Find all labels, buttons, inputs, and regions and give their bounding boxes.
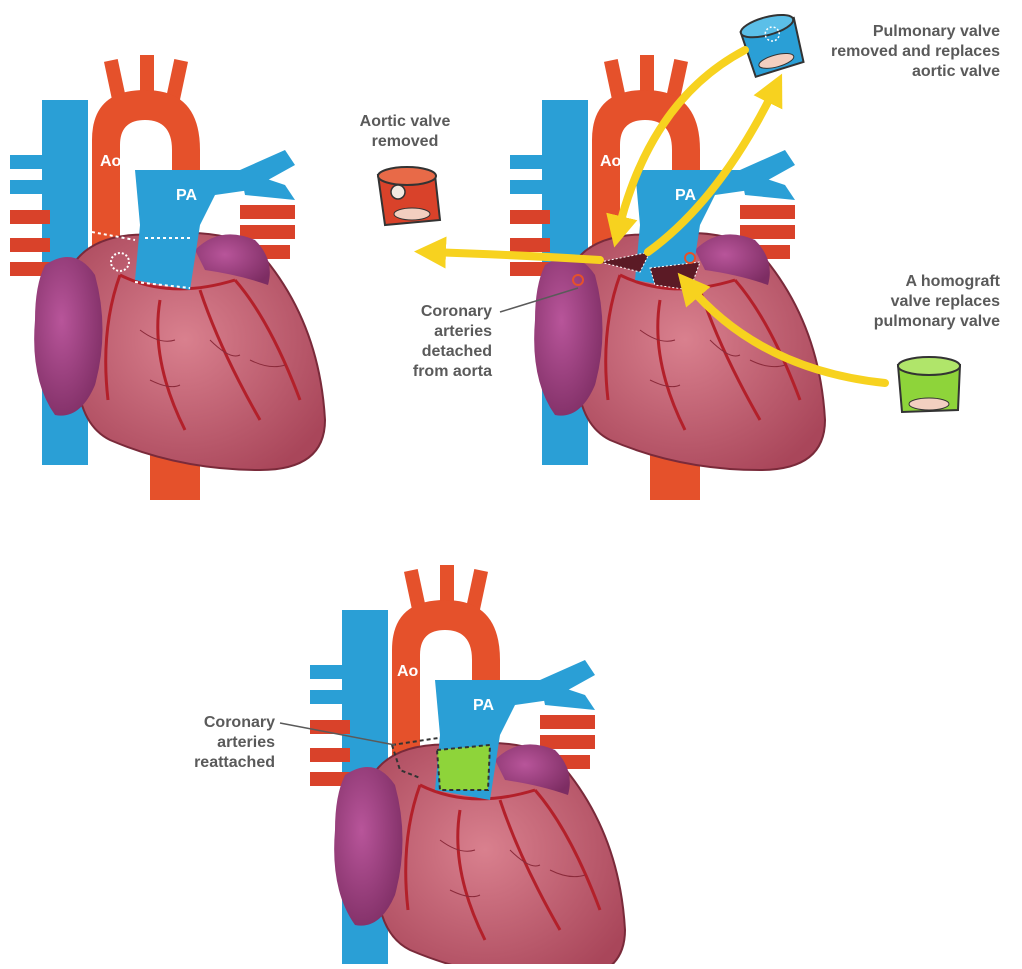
homograft-valve-icon [898, 357, 960, 412]
pa-label-3: PA [473, 697, 494, 714]
coronary-reattached-label: Coronary arteries reattached [160, 713, 275, 773]
aorta-label-2: Ao [600, 153, 622, 170]
aortic-removed-line-2: removed [340, 132, 470, 152]
pa-label-2: PA [675, 187, 696, 204]
aortic-valve-icon [378, 167, 440, 225]
coronary-detached-line-4: from aorta [380, 362, 492, 382]
pulmonary-valve-icon [739, 10, 806, 77]
coronary-detached-label: Coronary arteries detached from aorta [380, 302, 492, 382]
homograft-line-3: pulmonary valve [840, 312, 1000, 332]
heart-after: Ao PA [310, 565, 625, 964]
pa-label-1: PA [176, 187, 197, 204]
coronary-detached-line-2: arteries [380, 322, 492, 342]
aortic-removed-line-1: Aortic valve [340, 112, 470, 132]
coronary-reattached-line-2: arteries [160, 733, 275, 753]
coronary-detached-line-3: detached [380, 342, 492, 362]
pulmonary-line-2: removed and replaces [800, 42, 1000, 62]
coronary-detached-line-1: Coronary [380, 302, 492, 322]
coronary-reattached-line-3: reattached [160, 753, 275, 773]
pulmonary-line-3: aortic valve [800, 62, 1000, 82]
aorta-label-1: Ao [100, 153, 122, 170]
aorta-label-3: Ao [397, 663, 419, 680]
aortic-valve-removed-label: Aortic valve removed [340, 112, 470, 152]
pulmonary-valve-label: Pulmonary valve removed and replaces aor… [800, 22, 1000, 82]
homograft-label: A homograft valve replaces pulmonary val… [840, 272, 1000, 332]
coronary-reattached-line-1: Coronary [160, 713, 275, 733]
pulmonary-line-1: Pulmonary valve [800, 22, 1000, 42]
homograft-line-2: valve replaces [840, 292, 1000, 312]
homograft-line-1: A homograft [840, 272, 1000, 292]
heart-before: Ao PA [10, 55, 325, 500]
